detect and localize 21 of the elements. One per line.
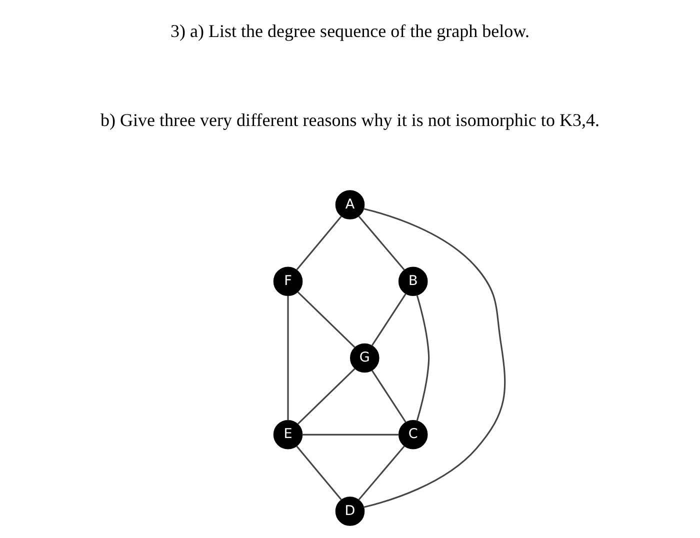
node-circle: B	[398, 266, 428, 296]
node-circle: F	[273, 266, 303, 296]
connector	[371, 370, 406, 423]
connector	[371, 293, 406, 346]
node-circle: D	[335, 496, 365, 526]
node-circle: G	[350, 343, 380, 373]
connector	[297, 368, 356, 425]
connector	[296, 446, 342, 500]
node-circle: E	[273, 420, 303, 450]
connector	[358, 446, 405, 500]
connector	[297, 291, 356, 348]
connector	[416, 294, 430, 422]
connector	[358, 216, 405, 271]
label: b) Give three very different reasons why it is not isomorphic to K3,4.	[100, 110, 600, 130]
connector	[363, 208, 506, 508]
connector	[287, 296, 289, 420]
node-circle: C	[398, 420, 428, 450]
connector	[296, 216, 342, 271]
label: 3) a) List the degree sequence of the graph below.	[170, 21, 530, 42]
node-circle: A	[335, 190, 365, 220]
connector	[302, 434, 399, 436]
